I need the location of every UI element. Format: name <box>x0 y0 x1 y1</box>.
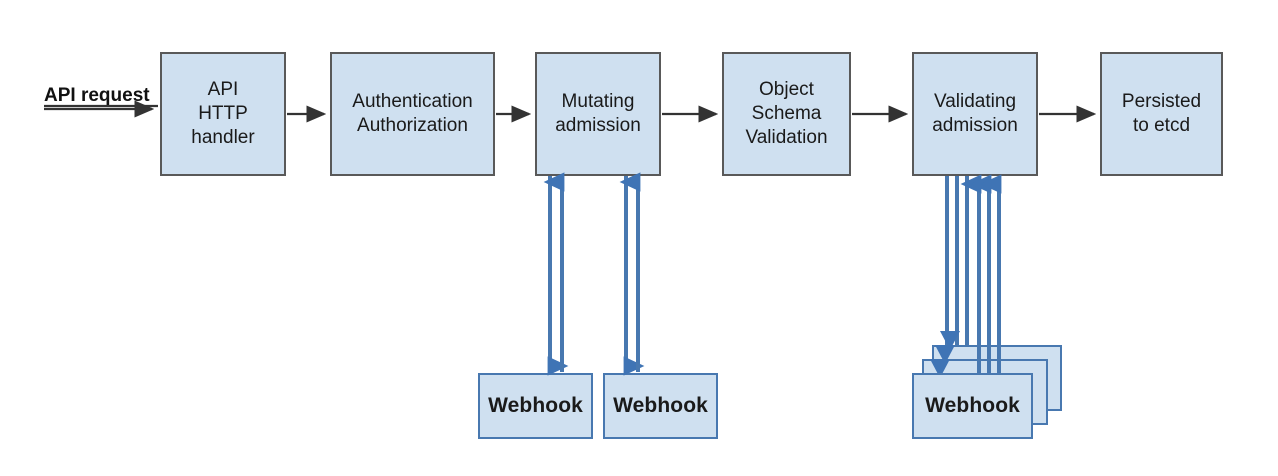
node-label: Mutating admission <box>555 90 641 136</box>
node-label: Validating admission <box>932 90 1018 136</box>
node-validating-admission[interactable]: Validating admission <box>912 52 1038 176</box>
api-request-label: API request <box>44 85 150 106</box>
node-api-http-handler[interactable]: API HTTP handler <box>160 52 286 176</box>
node-validating-webhook-front[interactable]: Webhook <box>912 373 1033 439</box>
node-label: Object Schema Validation <box>745 78 828 149</box>
node-label: Webhook <box>488 393 583 417</box>
node-mutating-webhook-2[interactable]: Webhook <box>603 373 718 439</box>
node-label: Authentication Authorization <box>352 90 473 136</box>
node-label: Webhook <box>925 393 1020 417</box>
arrow-mutating-to-webhook-2 <box>619 172 645 376</box>
node-mutating-admission[interactable]: Mutating admission <box>535 52 661 176</box>
node-label: API HTTP handler <box>191 78 255 149</box>
node-object-schema-validation[interactable]: Object Schema Validation <box>722 52 851 176</box>
node-label: Webhook <box>613 393 708 417</box>
node-persisted-to-etcd[interactable]: Persisted to etcd <box>1100 52 1223 176</box>
arrow-mutating-to-webhook-1 <box>543 172 569 376</box>
node-mutating-webhook-1[interactable]: Webhook <box>478 373 593 439</box>
node-authentication-authorization[interactable]: Authentication Authorization <box>330 52 495 176</box>
node-label: Persisted to etcd <box>1121 90 1202 136</box>
